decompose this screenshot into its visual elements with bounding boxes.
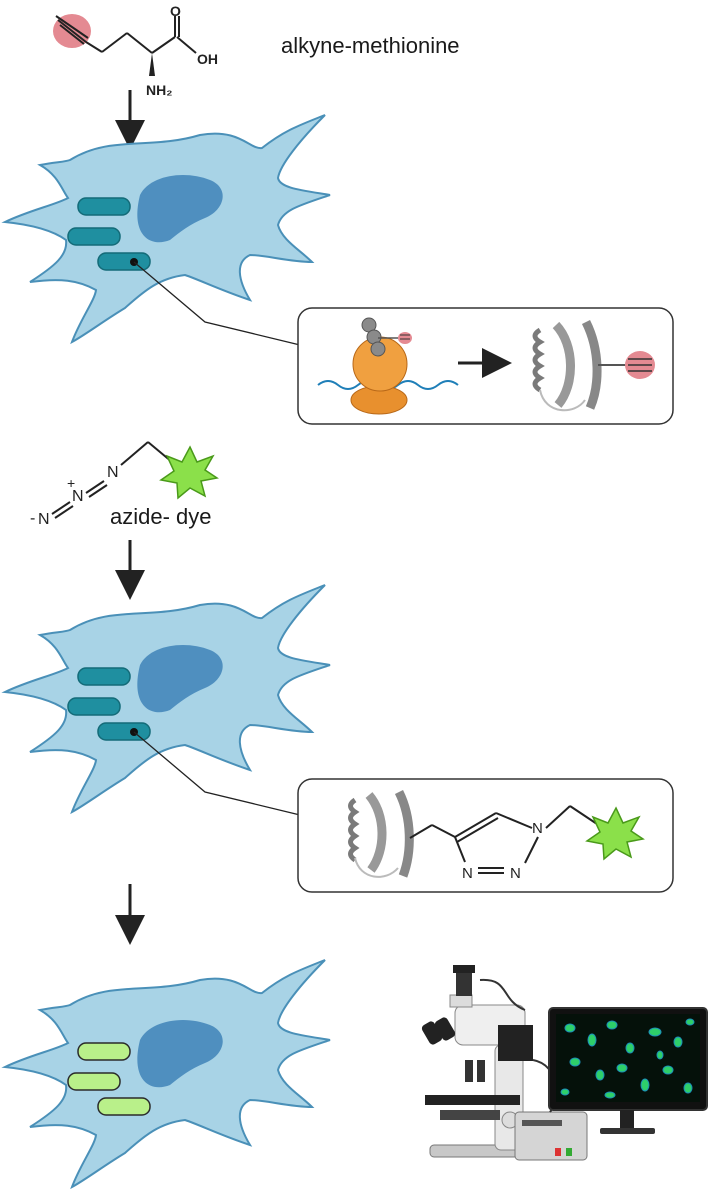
svg-text:N: N <box>107 464 119 481</box>
svg-text:N: N <box>510 865 521 882</box>
labeled-organelle <box>97 1097 151 1116</box>
hydroxyl-label: OH <box>197 51 218 67</box>
translation-callout <box>297 307 674 425</box>
cell-icon <box>4 584 331 816</box>
alkyne-methionine-structure: O OH NH₂ <box>53 3 218 98</box>
protein-icon <box>532 319 655 412</box>
azide-dye-structure: - N + N N <box>30 441 219 528</box>
protein-icon <box>348 789 414 878</box>
controller-box-icon <box>514 1059 588 1161</box>
svg-text:-: - <box>30 510 35 527</box>
cell-icon <box>4 114 331 346</box>
svg-text:N: N <box>532 820 543 837</box>
svg-text:N: N <box>462 865 473 882</box>
click-product-callout: N N N <box>297 778 674 893</box>
organelle <box>77 197 131 216</box>
svg-text:N: N <box>72 488 84 505</box>
microscope-icon <box>421 965 533 1158</box>
dye-star-icon <box>159 445 219 500</box>
amine-label: NH₂ <box>146 82 172 98</box>
monitor-icon <box>548 1007 708 1134</box>
svg-text:+: + <box>67 475 75 491</box>
azide-dye-label: azide- dye <box>110 504 212 529</box>
dye-star-icon <box>585 806 645 861</box>
cell-icon <box>4 959 331 1188</box>
svg-text:N: N <box>38 511 50 528</box>
labeled-organelle <box>77 1042 131 1061</box>
organelle <box>67 227 121 246</box>
oxygen-label: O <box>170 3 181 19</box>
labeled-organelle <box>67 1072 121 1091</box>
alkyne-methionine-label: alkyne-methionine <box>281 33 460 58</box>
ribosome-icon <box>350 317 412 415</box>
organelle <box>97 252 151 271</box>
